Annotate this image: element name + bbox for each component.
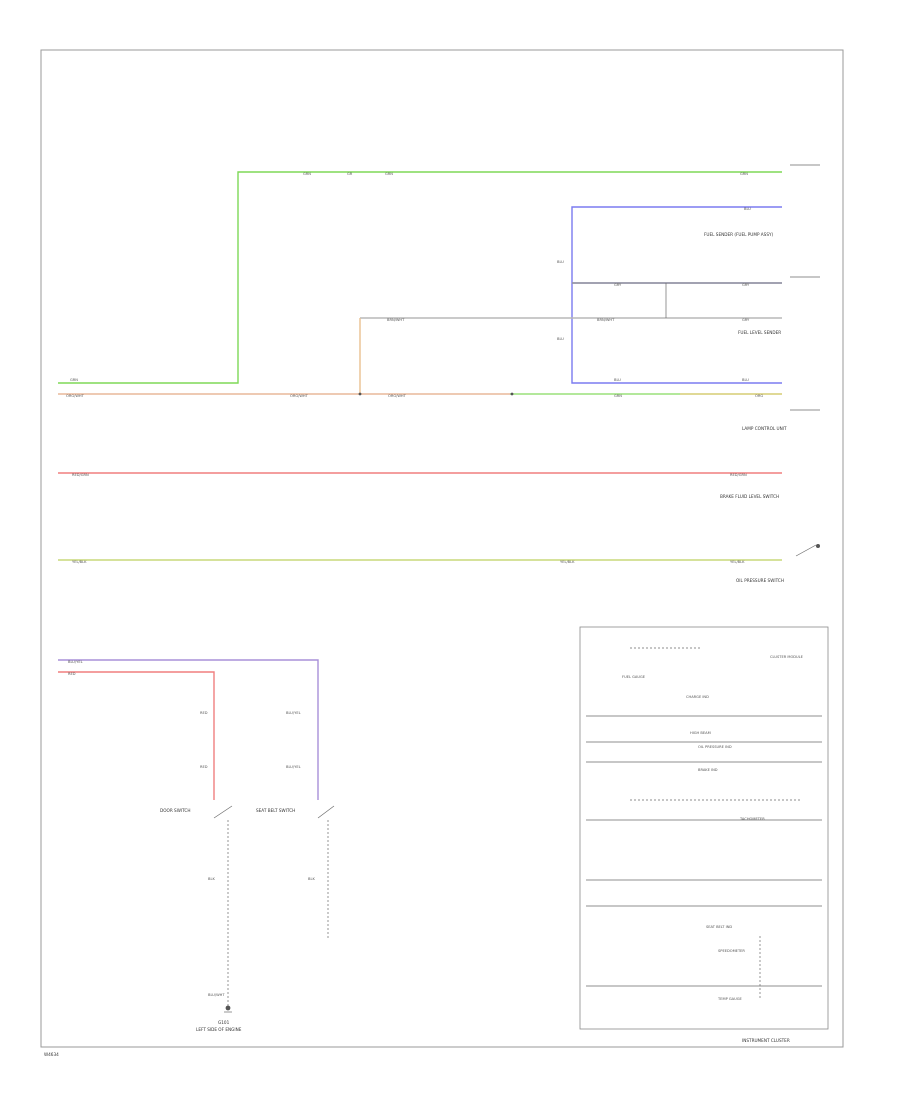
wire-label-yel-blk-1: YEL/BLK xyxy=(72,560,87,564)
wire-label-blu-2: BLU xyxy=(557,260,564,264)
wire-label-green-top: GRN xyxy=(303,172,311,176)
wire-label-gray-3: GRY xyxy=(742,318,750,322)
cluster-speedo: SPEEDOMETER xyxy=(718,949,745,953)
blue-wire xyxy=(571,206,782,384)
label-fuel-sender: FUEL SENDER (FUEL PUMP ASSY) xyxy=(704,232,774,237)
label-seat-belt: SEAT BELT SWITCH xyxy=(256,808,295,813)
wire-label-blu-yel-3: BLU/YEL xyxy=(286,765,301,769)
label-ground-note: LEFT SIDE OF ENGINE xyxy=(196,1027,242,1032)
door-switch-blade xyxy=(213,805,233,819)
wire-label-blu-wht: BLU/WHT xyxy=(208,993,225,997)
yellow-circuit: YEL/BLK YEL/BLK YEL/BLK xyxy=(58,544,820,564)
cluster-temp: TEMP GAUGE xyxy=(717,997,743,1001)
red-lower-wire xyxy=(58,671,215,800)
ground-symbol xyxy=(225,1005,231,1011)
wire-label-org-wht-3: ORG/WHT xyxy=(388,394,407,398)
splice-node-1 xyxy=(358,392,362,396)
wire-label-org-wht-1: ORG/WHT xyxy=(66,394,85,398)
wire-label-blu-3: BLU xyxy=(557,337,564,341)
cluster-frame xyxy=(579,626,829,1030)
wire-label-gray-1: GRY xyxy=(614,283,622,287)
gray-circuit: GRY GRY BRN/WHT BRN/WHT GRY xyxy=(360,282,782,322)
cluster-oil: OIL PRESSURE IND xyxy=(698,745,732,749)
component-labels: FUEL SENDER (FUEL PUMP ASSY) FUEL LEVEL … xyxy=(160,164,820,1032)
purple-wire xyxy=(58,659,319,800)
wire-label-org-wht-2: ORG/WHT xyxy=(290,394,309,398)
wire-label-red-1: RED xyxy=(200,711,208,715)
wire-label-grn-2: GRN xyxy=(740,172,748,176)
cluster-brake: BRAKE IND xyxy=(698,768,718,772)
wire-label-brn-wht-1: BRN/WHT xyxy=(387,318,405,322)
splice-node-2 xyxy=(510,392,514,396)
switch-contact xyxy=(795,544,817,557)
red-circuit: RED/GRN RED/GRN xyxy=(58,472,782,477)
wire-label-grn-1: GRN xyxy=(385,172,393,176)
wire-label-red-main: RED xyxy=(68,672,76,676)
label-ground: G101 xyxy=(218,1020,230,1025)
wire-label-red-grn-1: RED/GRN xyxy=(72,473,89,477)
wire-label-gray-2: GRY xyxy=(742,283,750,287)
wire-label-grn-left: GRN xyxy=(70,378,78,382)
cluster-seatbelt: SEAT BELT IND xyxy=(706,925,732,929)
label-fuel-level: FUEL LEVEL SENDER xyxy=(738,330,781,335)
wire-label-brn-wht-2: BRN/WHT xyxy=(597,318,615,322)
lower-left-circuit: BLU/YEL RED RED RED BLU/YEL BLU/YEL BLK … xyxy=(58,659,335,1013)
green-wire xyxy=(58,171,782,384)
cluster-title: INSTRUMENT CLUSTER xyxy=(742,1038,790,1043)
wire-label-red-2: RED xyxy=(200,765,208,769)
wire-label-blk-1: BLK xyxy=(208,877,215,881)
wire-label-blu-yel-1: BLU/YEL xyxy=(68,660,83,664)
cluster-high-beam: HIGH BEAM xyxy=(690,731,711,735)
wire-label-blk-2: BLK xyxy=(308,877,315,881)
instrument-cluster: FUEL GAUGE CHARGE IND HIGH BEAM OIL PRES… xyxy=(579,626,829,1043)
wire-label-red-grn-2: RED/GRN xyxy=(730,473,747,477)
wire-label-org: ORG xyxy=(755,394,763,398)
wire-label-blu-1: BLU xyxy=(744,207,751,211)
cluster-module: CLUSTER MODULE xyxy=(770,655,804,659)
page-code: W4634 xyxy=(44,1052,59,1057)
wire-label-blu-yel-2: BLU/YEL xyxy=(286,711,301,715)
wire-label-green-mid: GR xyxy=(347,172,353,176)
orange-circuit: ORG/WHT ORG/WHT ORG/WHT GRN ORG xyxy=(58,318,782,398)
wire-label-blu-5: BLU xyxy=(742,378,749,382)
diagram-frame xyxy=(40,49,844,1048)
label-oil-pressure: OIL PRESSURE SWITCH xyxy=(736,578,784,583)
label-door-switch: DOOR SWITCH xyxy=(160,808,190,813)
cluster-tach: TACHOMETER xyxy=(739,817,765,821)
label-brake-fluid: BRAKE FLUID LEVEL SWITCH xyxy=(720,494,779,499)
seatbelt-switch-blade xyxy=(317,805,335,819)
wire-label-grn-lower: GRN xyxy=(614,394,622,398)
cluster-charge: CHARGE IND xyxy=(686,695,709,699)
wire-label-yel-blk-2: YEL/BLK xyxy=(560,560,575,564)
wire-label-yel-blk-3: YEL/BLK xyxy=(730,560,745,564)
switch-node xyxy=(816,544,820,548)
cluster-fuel-gauge: FUEL GAUGE xyxy=(622,675,646,679)
green-circuit: GRN GR GRN GRN GRN xyxy=(58,171,782,384)
label-lamp-ctrl: LAMP CONTROL UNIT xyxy=(742,426,787,431)
wire-label-blu-4: BLU xyxy=(614,378,621,382)
